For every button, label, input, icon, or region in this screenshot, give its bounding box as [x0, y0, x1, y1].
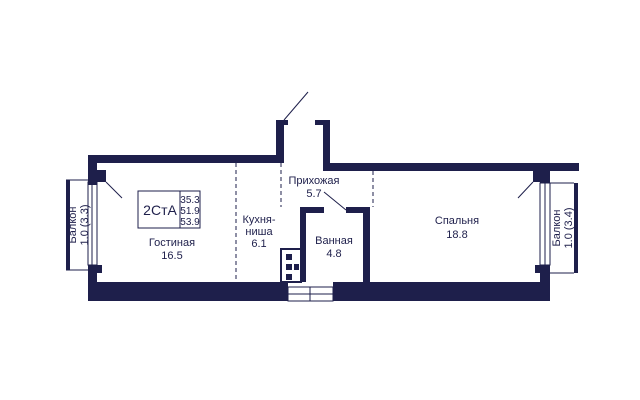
wall-bath-right	[363, 207, 370, 282]
balcony-railings	[66, 179, 574, 274]
zone-separators	[235, 163, 374, 282]
kitchen-equipment	[280, 248, 302, 283]
wall-bottom-left	[88, 282, 288, 301]
room-name-balcony-right: Балкон	[551, 210, 563, 247]
kitchen-equipment-cell	[286, 274, 292, 280]
door-entrance	[283, 91, 309, 121]
wall-right-corner-bottom	[535, 265, 550, 273]
apartment-area-with-balcony: 53.9	[180, 217, 200, 228]
wall-entrance-left-cap	[276, 120, 288, 125]
room-area-balcony-right: 1.0 (3.4)	[563, 208, 575, 249]
wall-left-corner-bottom	[88, 265, 102, 273]
room-area-balcony-left: 1.0 (3.3)	[79, 205, 91, 246]
door-bathroom	[323, 191, 347, 211]
room-area-living: 16.5	[161, 250, 182, 262]
interior-walls	[280, 207, 370, 283]
windows	[87, 181, 551, 302]
wall-bath-top-left	[300, 207, 324, 213]
wall-bath-top-right	[346, 207, 370, 213]
wall-right-corner-top	[533, 170, 550, 182]
doors	[105, 91, 534, 211]
walls	[66, 120, 579, 301]
wall-bath-left	[300, 207, 306, 282]
wall-top-right	[323, 163, 579, 171]
wall-top-left	[94, 155, 280, 163]
room-area-bathroom: 4.8	[326, 248, 341, 260]
balcony-left-ledge	[66, 180, 70, 270]
balcony-right-ledge	[574, 183, 578, 273]
room-area-hallway: 5.7	[306, 188, 321, 200]
wall-entrance-right	[315, 120, 328, 125]
apartment-area-living: 35.3	[180, 195, 200, 206]
apartment-area-total: 51.9	[180, 206, 200, 217]
apartment-code: 2СтА	[143, 202, 177, 218]
wall-entrance-left	[276, 120, 284, 163]
room-name-bathroom: Ванная	[315, 235, 353, 247]
door-balcony-left	[105, 181, 123, 199]
room-name-bedroom: Спальня	[435, 215, 479, 227]
room-name-kitchen-line1: Кухня-	[242, 214, 275, 226]
room-name-kitchen-line2: ниша	[245, 226, 273, 238]
kitchen-equipment-cell	[286, 264, 292, 270]
room-area-bedroom: 18.8	[446, 229, 467, 241]
wall-bottom-right	[333, 282, 550, 301]
apartment-code-box: 2СтА 35.3 51.9 53.9	[137, 190, 201, 229]
wall-entrance-right-post	[323, 120, 330, 170]
room-area-kitchen: 6.1	[251, 238, 266, 250]
room-labels: Балкон 1.0 (3.3) Гостиная 16.5 Кухня- ни…	[67, 175, 575, 262]
wall-left-corner-top	[88, 170, 106, 182]
room-name-living: Гостиная	[149, 237, 195, 249]
room-name-balcony-left: Балкон	[67, 207, 79, 244]
room-name-hallway: Прихожая	[289, 175, 340, 187]
door-balcony-right	[517, 181, 534, 199]
kitchen-equipment-cell	[286, 254, 292, 260]
kitchen-equipment-cell	[294, 264, 299, 270]
